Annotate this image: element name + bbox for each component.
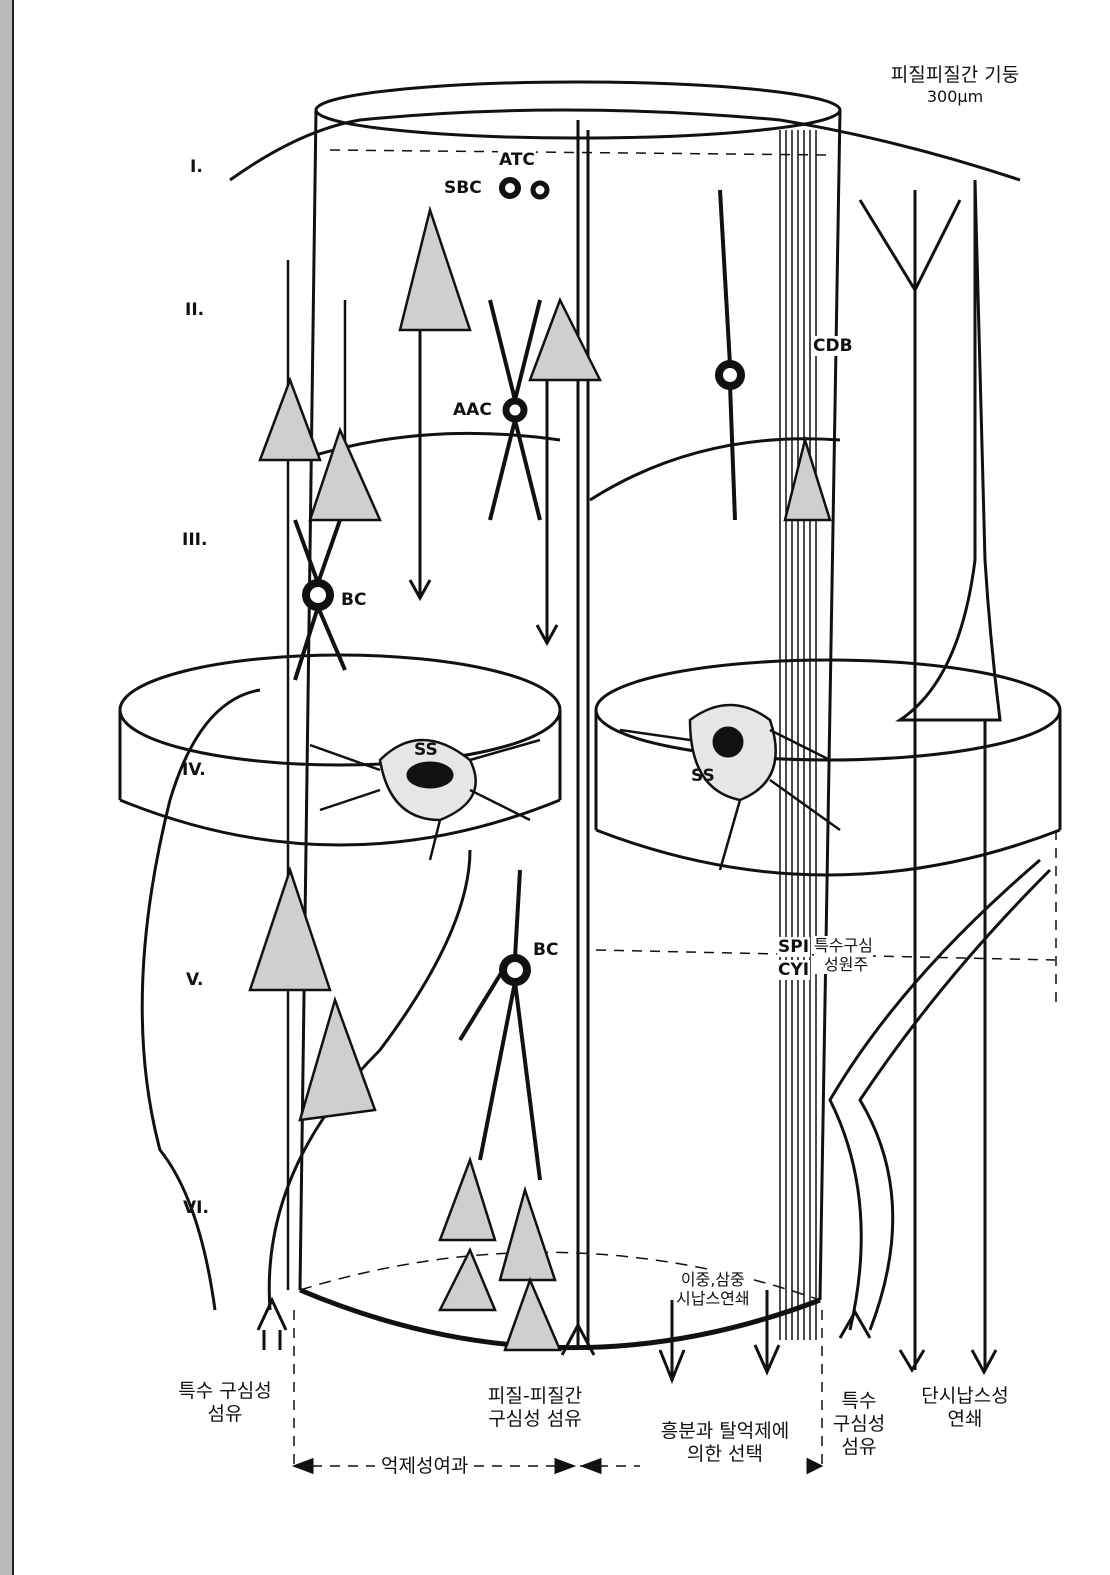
basket-cells <box>293 177 745 1181</box>
selection-line1: 흥분과 탈억제에 <box>660 1420 790 1442</box>
specific-afferent-right-line1: 특수 <box>841 1390 877 1412</box>
left-page-edge <box>0 0 14 1575</box>
cc-afferent-label: 피질-피질간 구심성 섬유 <box>460 1385 610 1431</box>
specific-afferent-left-label: 특수 구심성 섬유 <box>160 1380 290 1426</box>
layer-label-ii: II. <box>185 300 205 320</box>
specific-column-hatch <box>779 130 817 1340</box>
specific-column-label-line1: 특수구심 <box>814 936 873 955</box>
main-column-cylinder <box>298 80 842 1351</box>
monosynaptic-label: 단시납스성 연쇄 <box>900 1385 1030 1431</box>
layer-label-v: V. <box>186 970 204 990</box>
specific-column-label: 특수구심 성원주 <box>814 936 873 975</box>
monosynaptic-line1: 단시납스성 <box>921 1385 1009 1407</box>
specific-afferent-right-line3: 섬유 <box>841 1435 877 1458</box>
pyramidal-neuron-outline-right <box>858 179 1002 1370</box>
layer-iv-disk-left <box>118 653 562 847</box>
cell-label-ss-left: SS <box>414 740 438 760</box>
multi-synapse-label-line1: 이중,삼중 <box>680 1270 745 1289</box>
specific-afferent-right-label: 특수 구심성 섬유 <box>828 1390 890 1458</box>
column-title: 피질피질간 기둥 300μm <box>860 64 1050 106</box>
efferent-arrows <box>408 330 998 1385</box>
cell-label-bc-upper: BC <box>340 590 368 611</box>
cell-label-cyi: CYI <box>777 960 811 981</box>
specific-afferent-left-line2: 섬유 <box>207 1402 243 1425</box>
inhibitory-surround-label: 억제성여과 <box>375 1455 475 1478</box>
cell-label-cdb: CDB <box>812 336 854 357</box>
layer-label-i: I. <box>190 157 203 177</box>
selection-line2: 의한 선택 <box>687 1442 763 1465</box>
cell-label-ss-right: SS <box>691 766 715 786</box>
specific-column-label-line2: 성원주 <box>824 955 869 975</box>
afferent-arrows <box>256 1296 872 1356</box>
selection-label: 흥분과 탈억제에 의한 선택 <box>630 1420 820 1466</box>
cc-afferent-line2: 구심성 섬유 <box>488 1407 582 1430</box>
cell-label-aac: AAC <box>452 400 493 421</box>
specific-afferent-right-line2: 구심성 <box>832 1412 886 1435</box>
monosynaptic-line2: 연쇄 <box>947 1407 983 1430</box>
multi-synapse-label: 이중,삼중 시납스연쇄 <box>676 1270 750 1309</box>
pyramidal-neurons-stippled <box>248 205 832 1352</box>
cell-label-bc-lower: BC <box>532 940 560 961</box>
layer-label-iii: III. <box>182 530 208 550</box>
cell-label-atc: ATC <box>498 150 536 171</box>
layer-label-iv: IV. <box>182 760 206 780</box>
cell-label-sbc: SBC <box>443 178 483 199</box>
multi-synapse-label-line2: 시납스연쇄 <box>676 1289 750 1309</box>
cell-label-spi: SPI <box>777 937 811 958</box>
cc-afferent-line1: 피질-피질간 <box>487 1385 583 1407</box>
column-width-label: 300μm <box>926 86 984 106</box>
column-title-line1: 피질피질간 기둥 <box>890 64 1020 86</box>
specific-afferent-left-line1: 특수 구심성 <box>178 1380 272 1402</box>
layer-label-vi: VI. <box>183 1198 209 1218</box>
